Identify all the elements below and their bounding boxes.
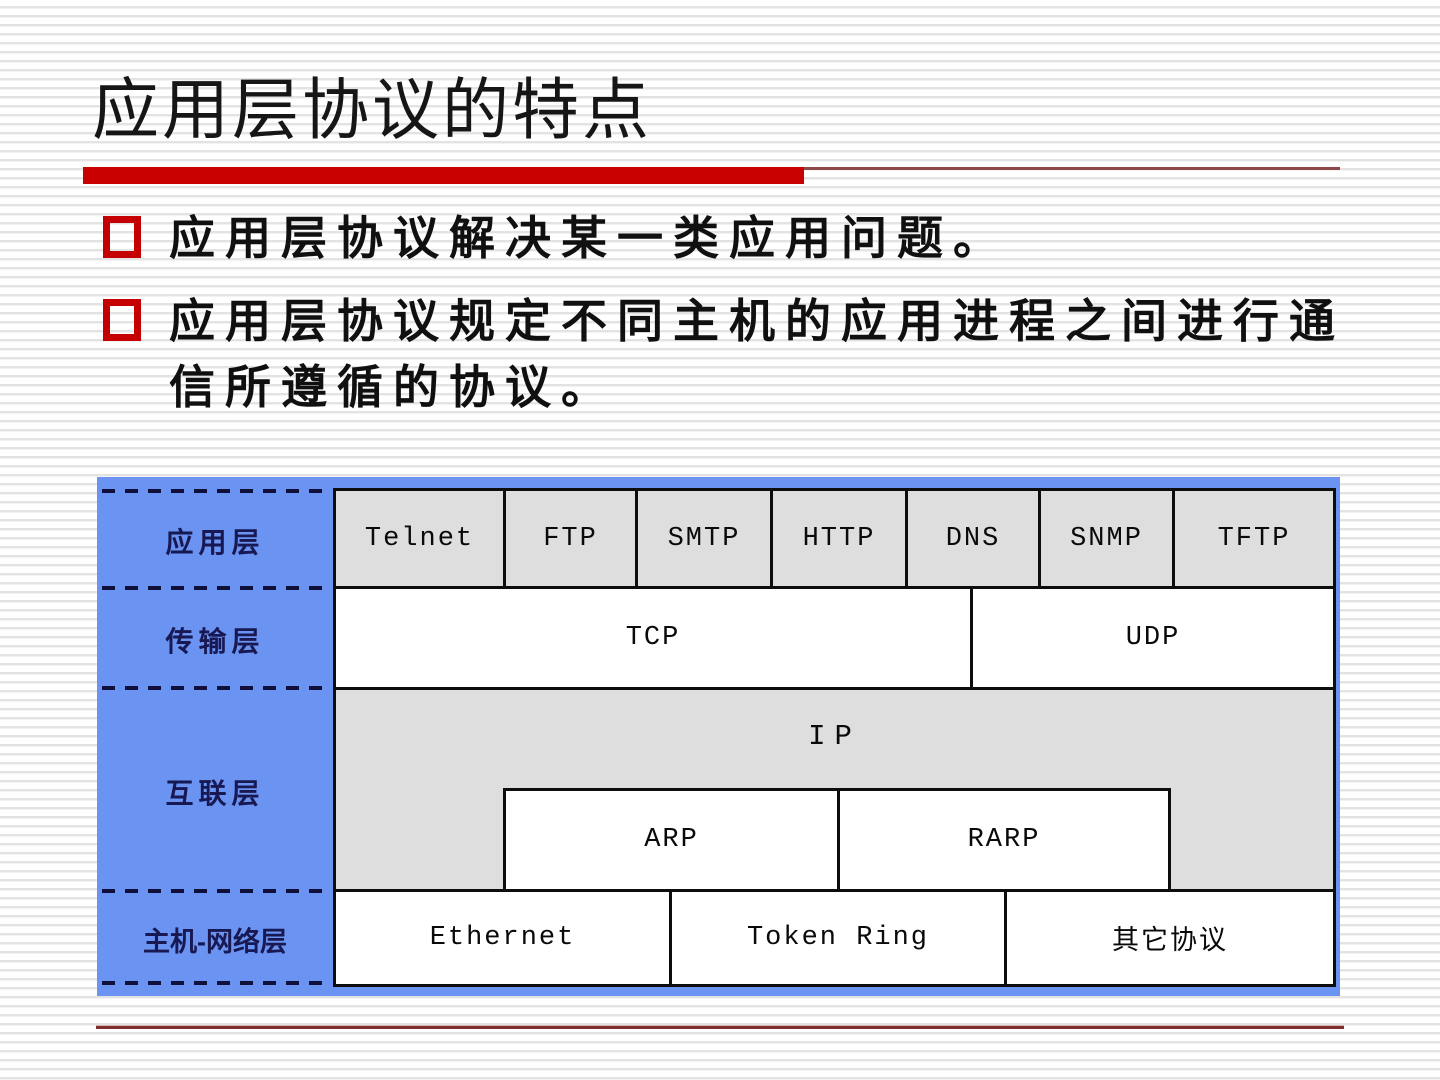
protocol-cell-ethernet: Ethernet: [333, 889, 672, 987]
protocol-cell-tcp: TCP: [333, 586, 973, 690]
protocol-grid: Telnet FTP SMTP HTTP DNS SNMP TFTP TCP U…: [333, 488, 1336, 987]
footer-line: [96, 1025, 1344, 1029]
protocol-cell-telnet: Telnet: [333, 488, 506, 589]
bullet-text: 应用层协议规定不同主机的应用进程之间进行通信所遵循的协议。: [169, 295, 1345, 413]
protocol-cell-rarp: RARP: [837, 788, 1171, 892]
protocol-cell-snmp: SNMP: [1038, 488, 1175, 589]
dashed-separator: [102, 981, 330, 985]
protocol-cell-smtp: SMTP: [635, 488, 773, 589]
protocol-cell-arp: ARP: [503, 788, 840, 892]
dashed-separator: [102, 586, 330, 590]
protocol-cell-tftp: TFTP: [1172, 488, 1336, 589]
protocol-cell-http: HTTP: [770, 488, 908, 589]
bullet-text: 应用层协议解决某一类应用问题。: [169, 212, 1009, 264]
ip-label: IP: [808, 720, 861, 753]
protocol-cell-ftp: FTP: [503, 488, 638, 589]
protocol-cell-udp: UDP: [970, 586, 1336, 690]
bullet-item: 应用层协议解决某一类应用问题。: [103, 205, 1403, 271]
slide-title: 应用层协议的特点: [92, 74, 652, 148]
bullet-item: 应用层协议规定不同主机的应用进程之间进行通信所遵循的协议。: [103, 288, 1383, 420]
layer-label-host-network: 主机-网络层: [143, 927, 287, 957]
protocol-cell-other-protocols: 其它协议: [1004, 889, 1336, 987]
layer-label-application: 应用层: [165, 527, 265, 558]
dashed-separator: [102, 686, 330, 690]
protocol-stack-diagram: 应用层 传输层 互联层 主机-网络层 Telnet FTP SMTP HTTP …: [97, 477, 1340, 996]
bullet-square-icon: [103, 299, 141, 341]
title-accent-bar: [83, 167, 804, 184]
layer-label-internet: 互联层: [165, 778, 265, 809]
protocol-cell-dns: DNS: [905, 488, 1041, 589]
bullet-square-icon: [103, 216, 141, 258]
layer-label-transport: 传输层: [165, 626, 265, 657]
dashed-separator: [102, 489, 330, 493]
title-accent-line: [804, 167, 1340, 170]
dashed-separator: [102, 889, 330, 893]
protocol-cell-token-ring: Token Ring: [669, 889, 1007, 987]
